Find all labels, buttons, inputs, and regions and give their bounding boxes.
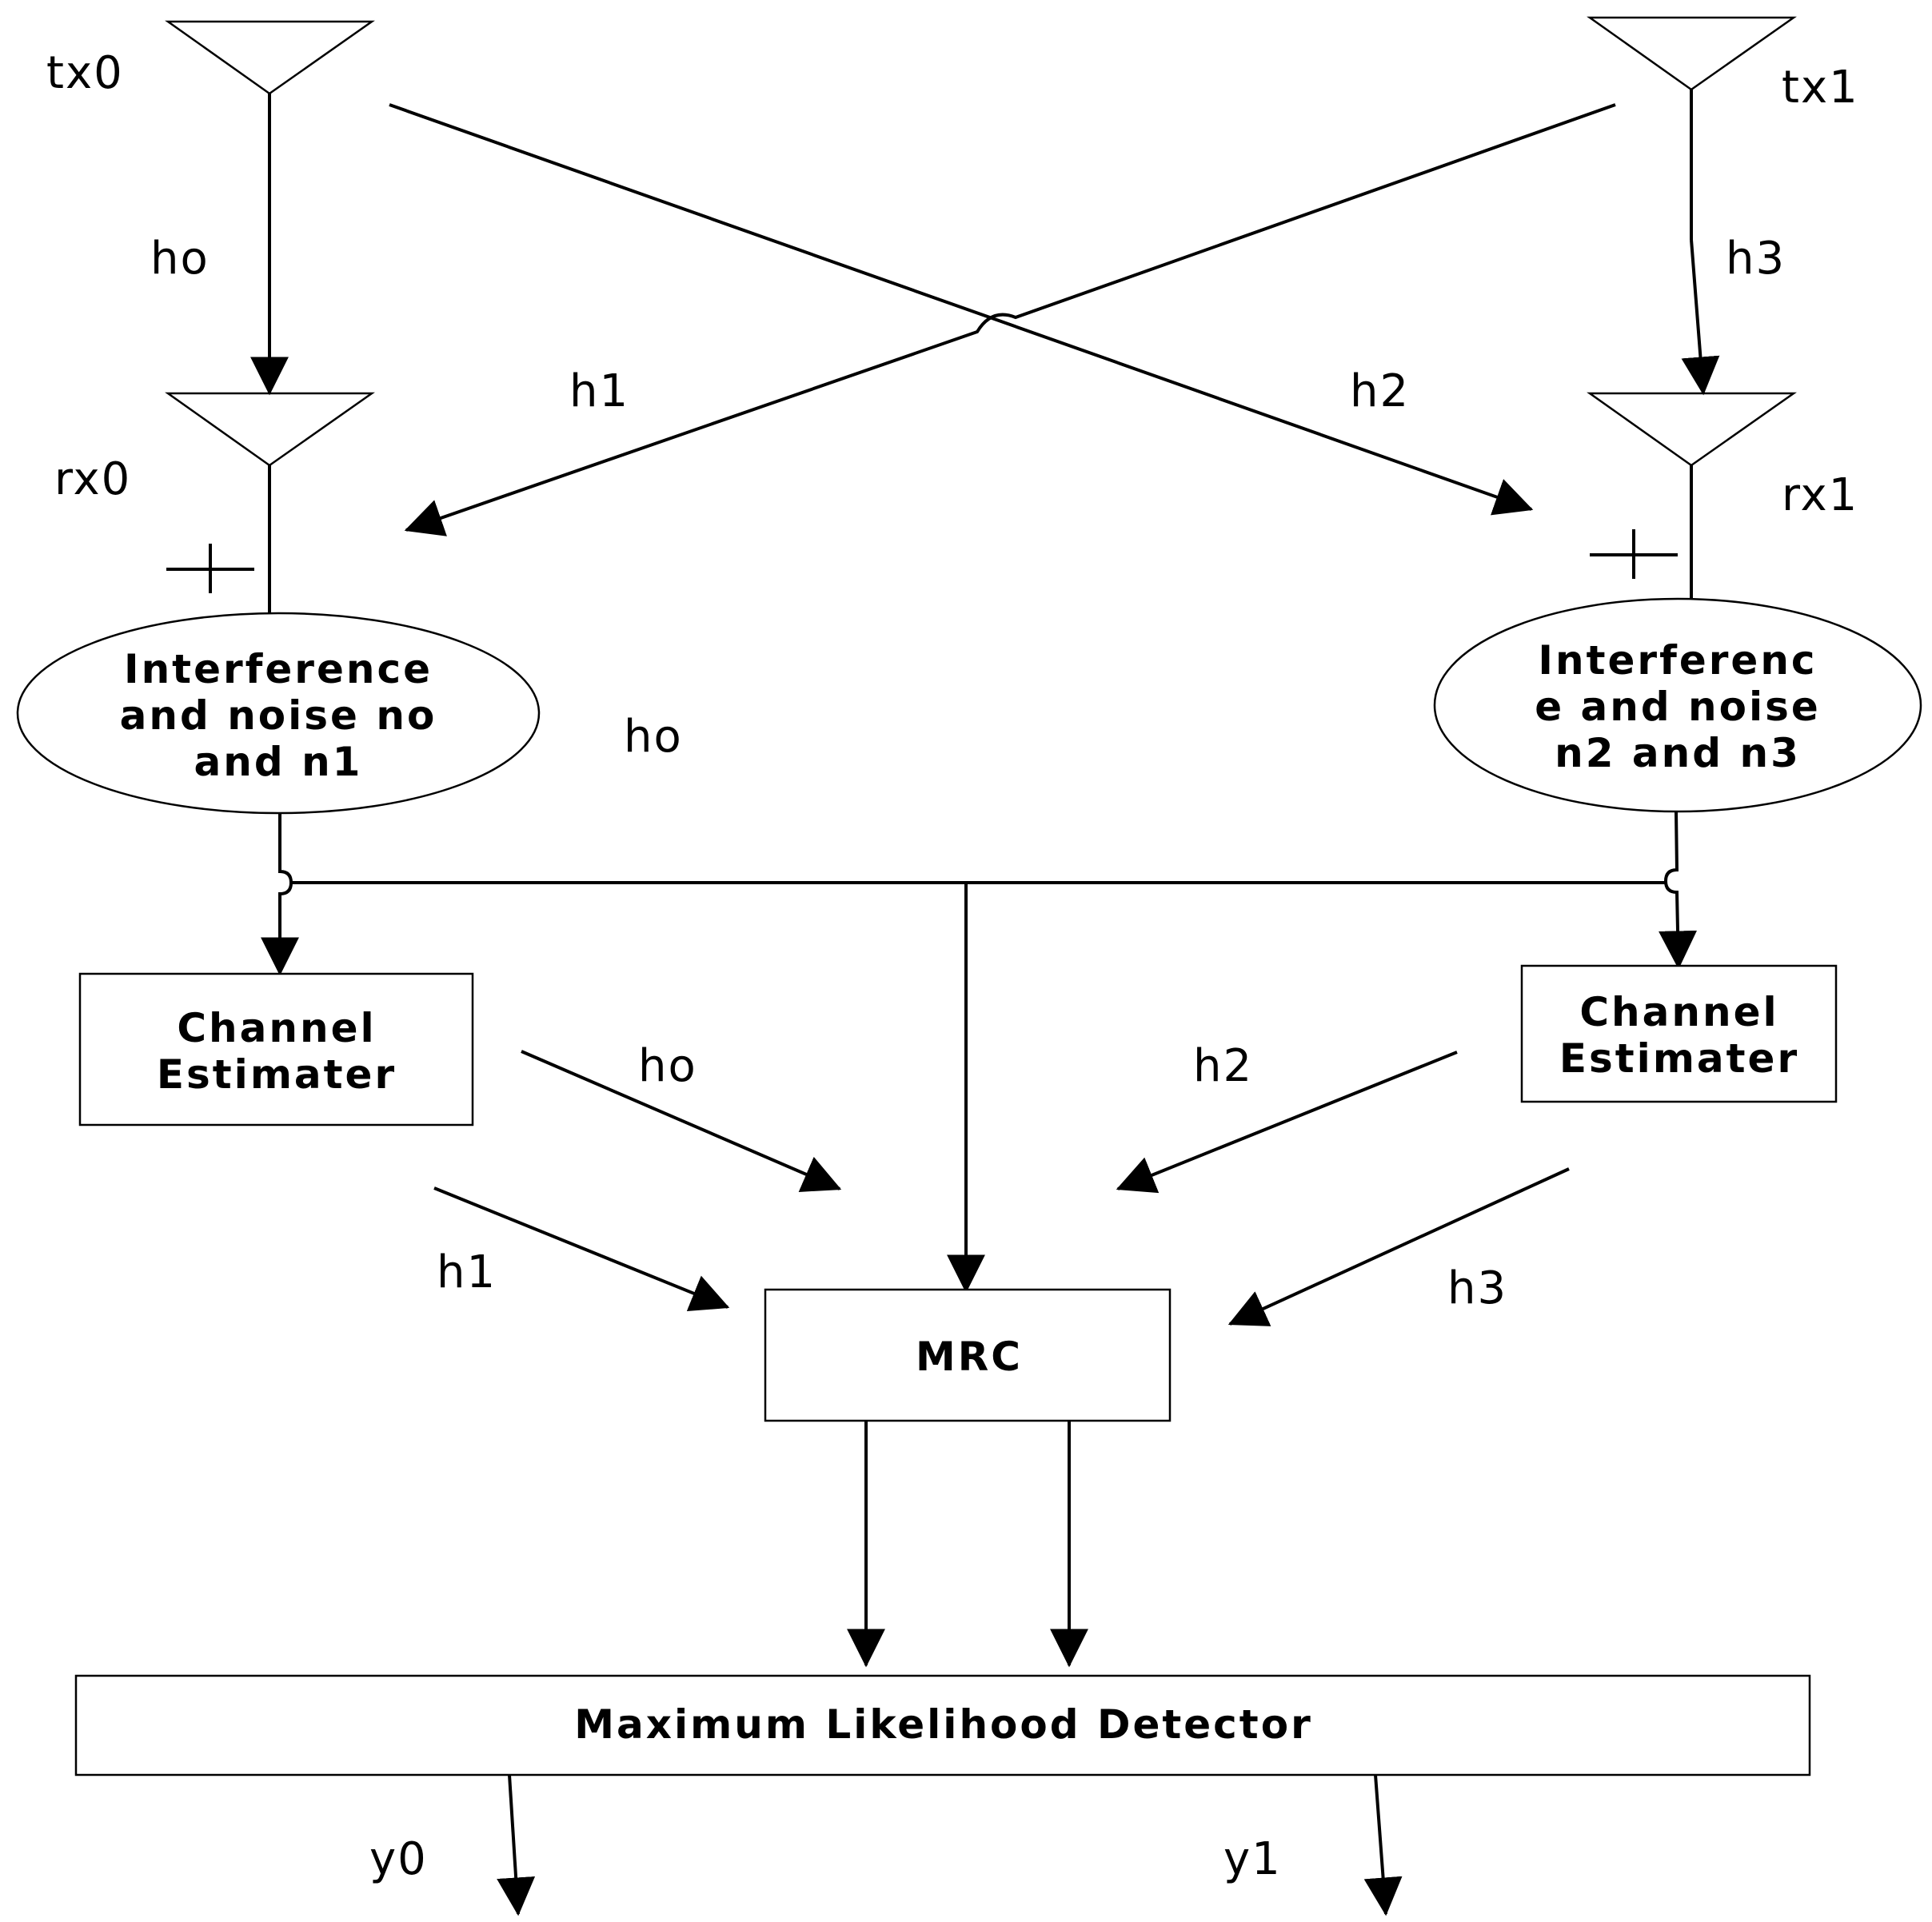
- h1-estimate-arrow: [433, 1186, 730, 1312]
- mrc-block: MRC: [764, 1288, 1172, 1422]
- h3-estimate-arrow: [1227, 1167, 1570, 1326]
- h1-cross-arrow: [404, 103, 1616, 536]
- h1-estimate-label: h1: [437, 1246, 497, 1298]
- ml-detector-label: Maximum Likelihood Detector: [574, 1701, 1312, 1748]
- h1-cross-label: h1: [569, 365, 629, 417]
- left-adder-icon: [166, 544, 254, 593]
- channel-estimator-left: Channel Estimater: [78, 972, 474, 1126]
- noise-left-line3: and n1: [194, 739, 363, 785]
- y1-label: y1: [1223, 1833, 1282, 1885]
- estimator-right-line2: Estimater: [1559, 1035, 1799, 1082]
- h0-mid-label: ho: [624, 711, 683, 763]
- h0-estimate-label: ho: [638, 1040, 697, 1092]
- h2-cross-label: h2: [1350, 365, 1410, 417]
- tx0-antenna: [165, 20, 375, 95]
- h3-direct-arrow: [1681, 239, 1720, 396]
- ml-detector-block: Maximum Likelihood Detector: [74, 1674, 1811, 1776]
- rx1-antenna: [1587, 392, 1797, 467]
- rx1-antenna-icon: [1587, 392, 1797, 467]
- tx1-antenna: [1587, 16, 1797, 91]
- y1-output-arrow: [1363, 1774, 1403, 1916]
- right-adder-icon: [1590, 529, 1678, 579]
- noise-left-node: Interference and noise no and n1: [16, 612, 541, 815]
- h3-direct-label: h3: [1726, 233, 1786, 285]
- noise-right-node: Interferenc e and noise n2 and n3: [1433, 597, 1922, 813]
- rx0-label: rx0: [54, 453, 131, 505]
- noise-right-line2: e and noise: [1535, 684, 1821, 730]
- y0-label: y0: [369, 1833, 428, 1885]
- h2-cross-arrow: [389, 103, 1534, 516]
- estimator-right-line1: Channel: [1579, 989, 1778, 1035]
- h3-estimate-label: h3: [1447, 1262, 1507, 1314]
- estimator-left-line1: Channel: [177, 1005, 376, 1051]
- tx1-label: tx1: [1782, 62, 1859, 114]
- rx0-antenna-icon: [165, 392, 375, 467]
- noise-left-line1: Interference: [124, 646, 433, 692]
- h2-estimate-label: h2: [1193, 1040, 1253, 1092]
- tx0-label: tx0: [46, 47, 124, 99]
- noise-right-line1: Interferenc: [1538, 637, 1817, 684]
- y0-output-arrow: [497, 1774, 536, 1916]
- noise-right-line3: n2 and n3: [1555, 730, 1801, 776]
- noise-right-to-estimator-arrow: [1659, 811, 1698, 970]
- estimator-left-line2: Estimater: [157, 1051, 397, 1098]
- tx0-antenna-icon: [165, 20, 375, 95]
- mrc-label: MRC: [916, 1334, 1023, 1380]
- tx1-antenna-icon: [1587, 16, 1797, 91]
- rx1-label: rx1: [1782, 469, 1858, 521]
- h0-direct-label: ho: [150, 233, 210, 285]
- rx0-antenna: [165, 392, 375, 467]
- h0-estimate-arrow: [521, 1050, 842, 1192]
- noise-left-to-estimator-arrow: [261, 813, 299, 976]
- h2-estimate-arrow: [1116, 1051, 1458, 1194]
- channel-estimator-right: Channel Estimater: [1520, 964, 1838, 1103]
- noise-left-line2: and noise no: [120, 692, 437, 739]
